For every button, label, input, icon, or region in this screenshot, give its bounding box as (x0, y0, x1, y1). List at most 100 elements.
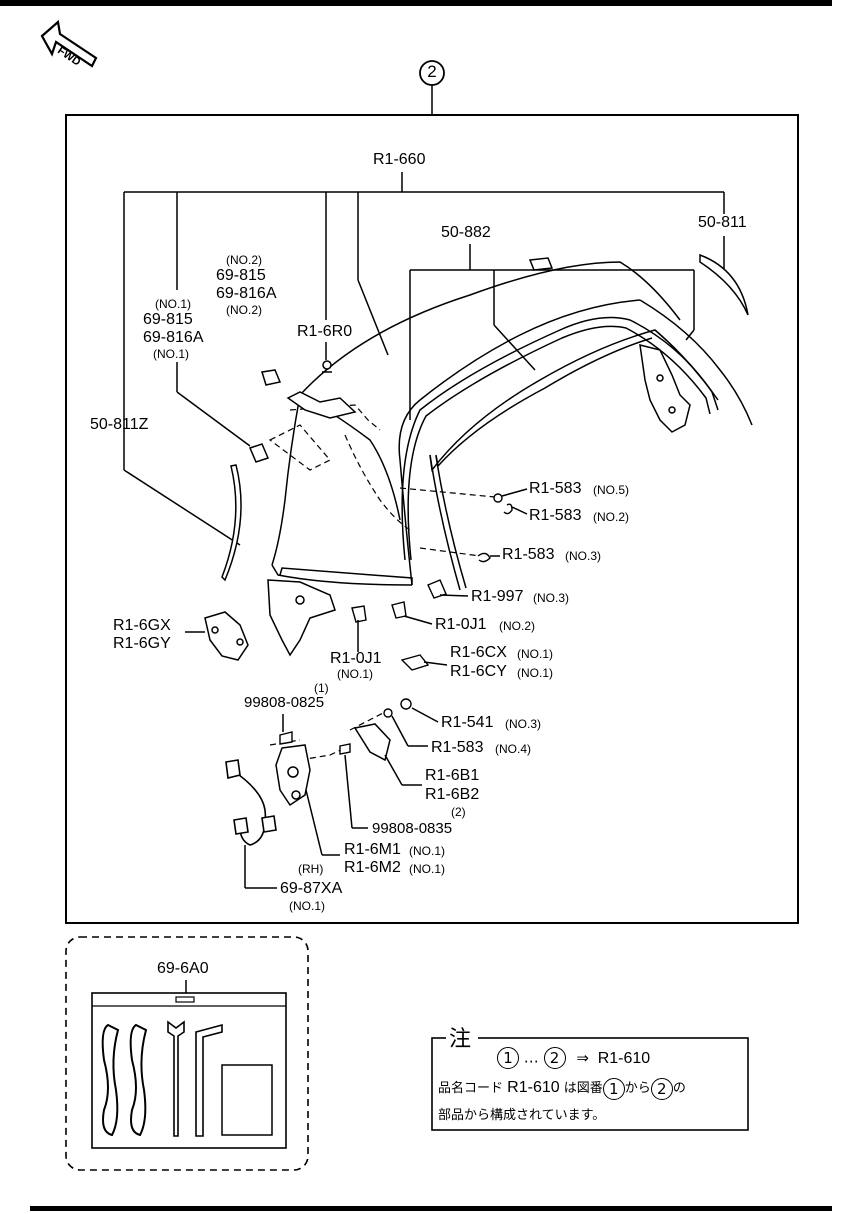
label-r1-6m2: R1-6M2 (344, 859, 401, 876)
note-line2-e: の (672, 1081, 686, 1096)
label-r1-6m1: R1-6M1 (344, 841, 401, 858)
label-50-882: 50-882 (441, 224, 491, 241)
part-clip-69-815-no1 (248, 443, 270, 463)
kit-box (65, 936, 309, 1171)
label-69-816a-a: 69-816A (216, 285, 277, 302)
label-r1-6r0: R1-6R0 (297, 323, 353, 340)
part-r1-997 (427, 579, 447, 599)
label-50-811: 50-811 (698, 214, 747, 231)
label-rh: (RH) (298, 862, 324, 876)
main-frame (65, 114, 799, 924)
part-motor-r1-6m1 (275, 744, 311, 807)
label-no1-c: (NO.1) (517, 666, 553, 680)
note-arrow: ⇒ (576, 1048, 589, 1067)
fwd-arrow-icon (40, 19, 98, 68)
note-line2-b: R1-610 (507, 1079, 560, 1096)
label-r1-6b1: R1-6B1 (425, 767, 480, 784)
label-r1-6gx: R1-6GX (113, 617, 171, 634)
label-no2-a: (NO.2) (593, 510, 629, 524)
label-no3-b: (NO.3) (533, 591, 569, 605)
label-r1-6b2: R1-6B2 (425, 786, 480, 803)
top-border (0, 0, 832, 6)
note-line-1: 1 … 2 ⇒ R1-610 (497, 1047, 650, 1069)
kit-key-icon (167, 1020, 185, 1137)
note-circle-2b: 2 (650, 1077, 673, 1100)
part-r1-6b1 (353, 723, 391, 762)
label-69-816a-b: 69-816A (143, 329, 204, 346)
kit-label: 69-6A0 (157, 960, 209, 977)
note-circle-1b: 1 (602, 1077, 625, 1100)
part-bolt-0835 (339, 743, 351, 755)
weatherstrip-50-882 (401, 316, 719, 591)
label-69-816a-no1: (NO.1) (153, 347, 189, 361)
part-r1-0j1-no1 (351, 605, 367, 623)
label-r1-583-no3: R1-583 (502, 546, 555, 563)
label-r1-0j1-no2: R1-0J1 (435, 616, 487, 633)
part-r1-0j1-no2 (391, 601, 407, 619)
label-r1-6cx: R1-6CX (450, 644, 507, 661)
part-bolt-0825 (279, 731, 293, 745)
label-no1-f: (NO.1) (289, 899, 325, 913)
label-69-816a-no2: (NO.2) (226, 303, 262, 317)
label-69-815-a: 69-815 (216, 267, 266, 284)
part-r1-541 (383, 698, 412, 718)
label-r1-541: R1-541 (441, 714, 494, 731)
part-clip-69-815-no2 (261, 369, 282, 386)
part-hinge-lower (267, 579, 336, 657)
label-no1-d: (NO.1) (409, 844, 445, 858)
label-69-815-no1-top: (NO.1) (155, 297, 191, 311)
note-target: R1-610 (597, 1049, 651, 1067)
label-69-815-b: 69-815 (143, 311, 193, 328)
label-bolt-0835: 99808-0835 (372, 820, 453, 837)
label-q2: (2) (451, 805, 466, 819)
group-ref-number: 2 (427, 62, 437, 81)
label-r1-6gy: R1-6GY (113, 635, 171, 652)
note-line-3: 部品から構成されています。 (438, 1108, 606, 1123)
label-no1-b: (NO.1) (517, 647, 553, 661)
part-latch-right (528, 257, 691, 433)
note-line2-a: 品名コード (438, 1081, 504, 1096)
label-50-811z: 50-811Z (90, 416, 149, 433)
label-no1-e: (NO.1) (409, 862, 445, 876)
label-r1-583-no5: R1-583 (529, 480, 582, 497)
label-bolt-0825: 99808-0825 (244, 694, 325, 711)
kit-manual-icon (221, 1064, 273, 1136)
note-line2-d: から (624, 1081, 651, 1096)
label-r1-6cy: R1-6CY (450, 663, 507, 680)
label-no2-b: (NO.2) (499, 619, 535, 633)
note-line2-c: は図番 (563, 1081, 603, 1096)
note-circle-2: 2 (543, 1047, 566, 1069)
note-title: 注 (449, 1027, 472, 1052)
part-r1-583-no3 (477, 552, 491, 563)
label-q1: (1) (314, 681, 329, 695)
label-no1-a: (NO.1) (337, 667, 373, 681)
assembly-leaders (123, 172, 725, 546)
part-r1-583-no5 (493, 493, 513, 515)
label-no3-c: (NO.3) (505, 717, 541, 731)
label-no5: (NO.5) (593, 483, 629, 497)
note-dots: … (523, 1048, 539, 1067)
label-69-87xa: 69-87XA (280, 880, 343, 897)
bottom-border (30, 1206, 832, 1211)
note-box (431, 1037, 749, 1131)
part-r1-6gx (204, 611, 249, 661)
label-no3-a: (NO.3) (565, 549, 601, 563)
part-harness-69-87xa (225, 759, 277, 846)
part-bracket-upper (286, 391, 357, 419)
note-circle-1: 1 (497, 1047, 519, 1069)
label-no4: (NO.4) (495, 742, 531, 756)
label-r1-583-no2: R1-583 (529, 507, 582, 524)
top-shell (271, 261, 753, 586)
kit-hex-wrench-icon (195, 1023, 223, 1137)
part-leaders (185, 488, 528, 889)
label-r1-997: R1-997 (471, 588, 524, 605)
kit-cables-icon (101, 1023, 148, 1137)
label-69-815-no2-top: (NO.2) (226, 253, 262, 267)
label-r1-583-no4: R1-583 (431, 739, 484, 756)
moulding-50-811 (699, 253, 749, 316)
assembly-main-label: R1-660 (373, 151, 426, 168)
label-r1-0j1-no1: R1-0J1 (330, 650, 382, 667)
part-r1-6r0 (322, 360, 332, 373)
